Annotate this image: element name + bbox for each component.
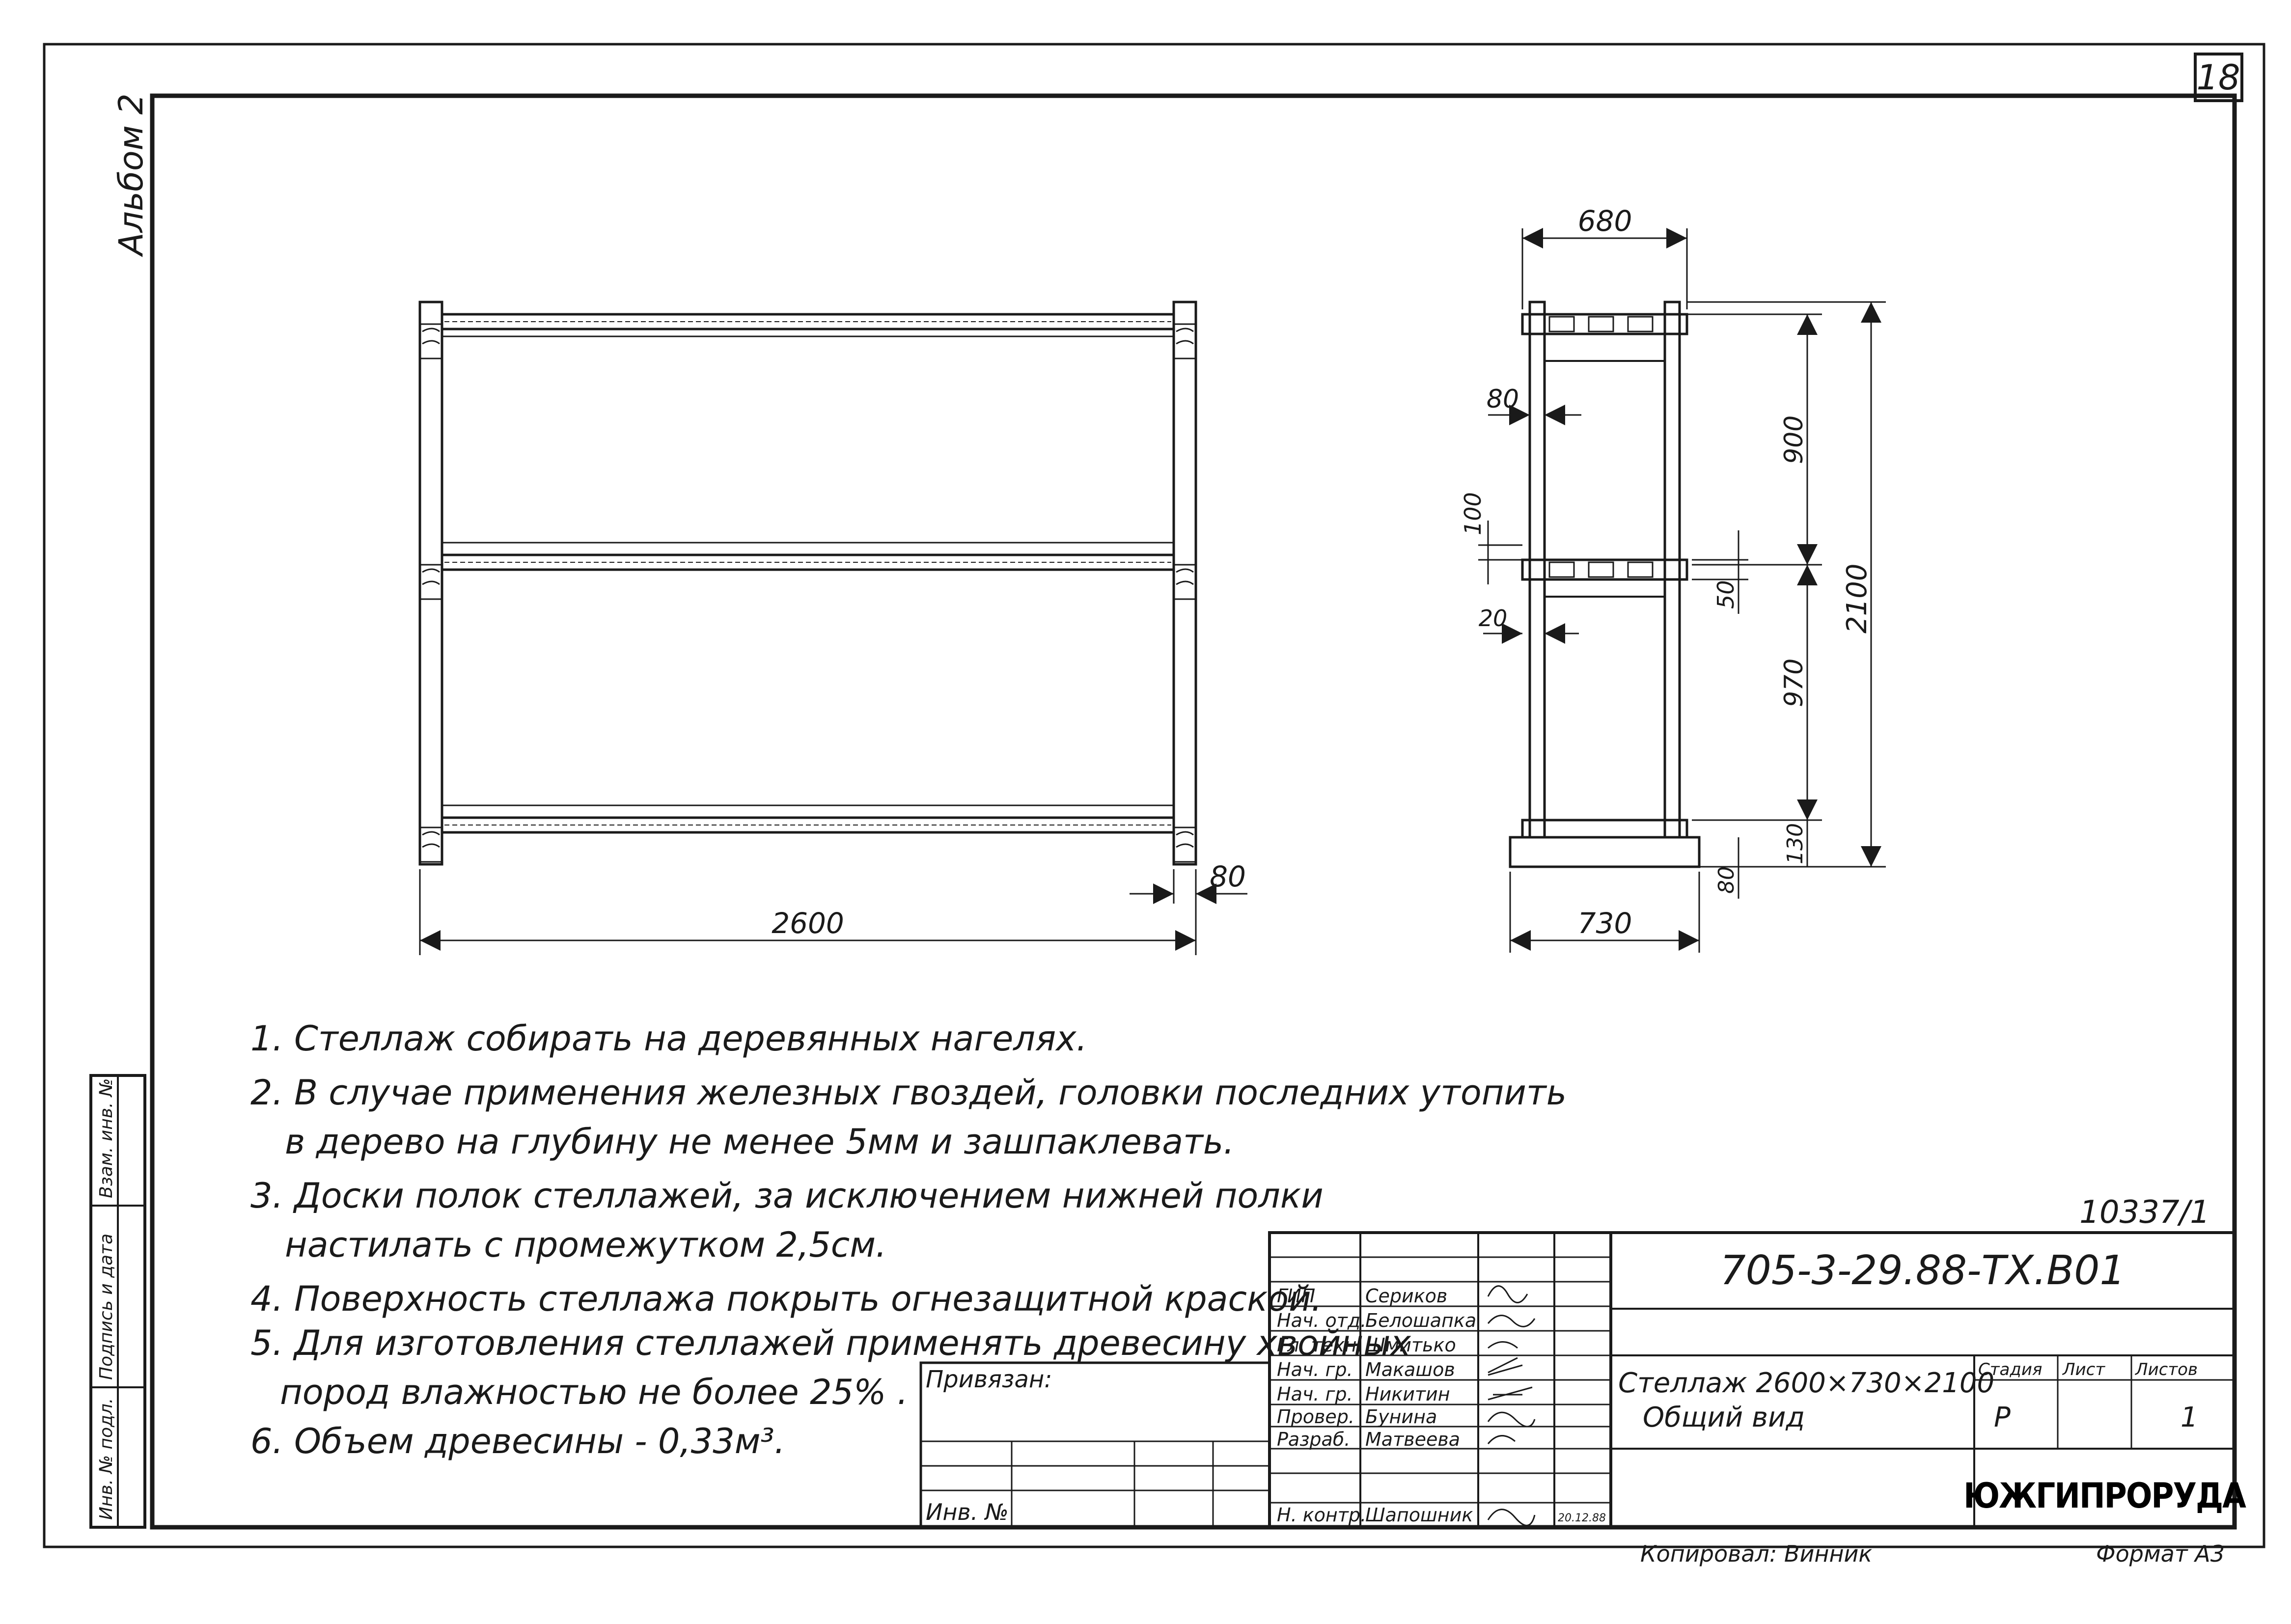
note-4: 4. Поверхность стеллажа покрыть огнезащи… (250, 1279, 1322, 1319)
side-stamp-signature: Подпись и дата (96, 1234, 116, 1380)
front-post-label: 80 (1210, 860, 1246, 893)
staff-name-7: Шапошник (1365, 1504, 1473, 1526)
organization-name: ЮЖГИПРОРУДА (1963, 1476, 2246, 1516)
side-view: 680 730 80 100 20 50 900 970 130 (1460, 204, 1886, 953)
clearance-label: 130 (1783, 823, 1808, 864)
note-3: 3. Доски полок стеллажей, за исключением… (250, 1176, 1324, 1216)
shelf-thickness-label: 50 (1712, 580, 1739, 609)
side-top-width-label: 680 (1578, 204, 1632, 238)
document-code: 705-3-29.88-ТХ.В01 (1720, 1247, 2125, 1294)
copied-by: Копировал: Винник (1640, 1541, 1872, 1567)
album-label: Альбом 2 (112, 93, 151, 257)
note-5: 5. Для изготовления стеллажей применять … (250, 1323, 1411, 1363)
staff-role-4: Нач. гр. (1277, 1383, 1353, 1405)
side-stamp-inv-orig: Инв. № подл. (96, 1398, 116, 1520)
front-shelf-top (441, 313, 1175, 337)
side-stamp-replace-inv: Взам. инв. № (96, 1078, 116, 1198)
note-2: 2. В случае применения железных гвоздей,… (250, 1073, 1567, 1113)
sheet-format: Формат А3 (2096, 1541, 2225, 1567)
copy-number: 10337/1 (2079, 1194, 2210, 1231)
sheet-header: Лист (2062, 1360, 2105, 1379)
side-bottom-width-label: 730 (1578, 907, 1632, 940)
sheets-header: Листов (2134, 1360, 2198, 1379)
side-board-label: 100 (1460, 492, 1486, 535)
inv-label: Инв. № (926, 1499, 1009, 1525)
staff-role-1: Нач. отд. (1277, 1310, 1366, 1331)
side-shelf-middle (1521, 558, 1688, 581)
staff-name-4: Никитин (1365, 1383, 1450, 1405)
front-shelf-middle (441, 542, 1175, 571)
sheets-value: 1 (2181, 1402, 2198, 1433)
front-view: 2600 80 (418, 301, 1247, 955)
sheet-number-box (2194, 53, 2243, 102)
side-gap-label: 20 (1479, 605, 1508, 632)
staff-name-5: Бунина (1365, 1406, 1437, 1428)
staff-role-6: Разраб. (1277, 1429, 1350, 1450)
note-1: 1. Стеллаж собирать на деревянных нагеля… (250, 1018, 1087, 1059)
staff-name-1: Белошапка (1365, 1310, 1476, 1331)
note-6: 6. Объем древесины - 0,33м³. (250, 1421, 785, 1461)
title-line1: Стеллаж 2600×730×2100 (1618, 1367, 1994, 1399)
stage-header: Стадия (1978, 1360, 2042, 1379)
sheet-number: 18 (2196, 57, 2240, 98)
bound-label: Привязан: (926, 1366, 1052, 1393)
staff-name-3: Макашов (1365, 1359, 1455, 1380)
base-height-label: 80 (1714, 866, 1739, 894)
side-left-post (1528, 301, 1546, 839)
outer-border (43, 43, 2265, 1548)
side-shelf-top (1521, 313, 1688, 335)
signature-marks (1487, 1285, 1536, 1526)
staff-role-3: Нач. гр. (1277, 1359, 1353, 1380)
upper-bay-label: 900 (1779, 415, 1809, 464)
side-shelf-bottom (1521, 819, 1688, 839)
note-5-cont: пород влажностью не более 25% . (280, 1372, 909, 1412)
front-shelf-bottom (441, 804, 1175, 834)
staff-name-2: Шмитько (1365, 1334, 1456, 1356)
staff-role-5: Провер. (1277, 1406, 1354, 1428)
side-right-post (1663, 301, 1681, 839)
front-end-blocks (419, 323, 1197, 863)
side-base (1509, 836, 1701, 868)
title-block: Привязан: Инв. № ГИП Сериков Нач. отд. Б… (919, 1231, 2247, 1529)
note-3-cont: настилать с промежутком 2,5см. (285, 1225, 887, 1265)
total-height-label: 2100 (1841, 563, 1873, 633)
staff-role-0: ГИП (1277, 1285, 1315, 1307)
stage-value: Р (1994, 1402, 2011, 1433)
side-stamp: Инв. № подл. Подпись и дата Взам. инв. № (89, 1074, 146, 1529)
staff-name-6: Матвеева (1365, 1429, 1460, 1450)
title-line2: Общий вид (1643, 1402, 1805, 1433)
signature-date: 20.12.88 (1558, 1512, 1606, 1524)
front-width-label: 2600 (772, 907, 844, 940)
side-post-label: 80 (1487, 385, 1519, 414)
lower-bay-label: 970 (1779, 659, 1809, 707)
staff-role-7: Н. контр. (1277, 1504, 1366, 1526)
note-2-cont: в дерево на глубину не менее 5мм и зашпа… (285, 1122, 1235, 1162)
staff-name-0: Сериков (1365, 1285, 1447, 1307)
staff-role-2: Гл. техн. (1277, 1334, 1363, 1356)
